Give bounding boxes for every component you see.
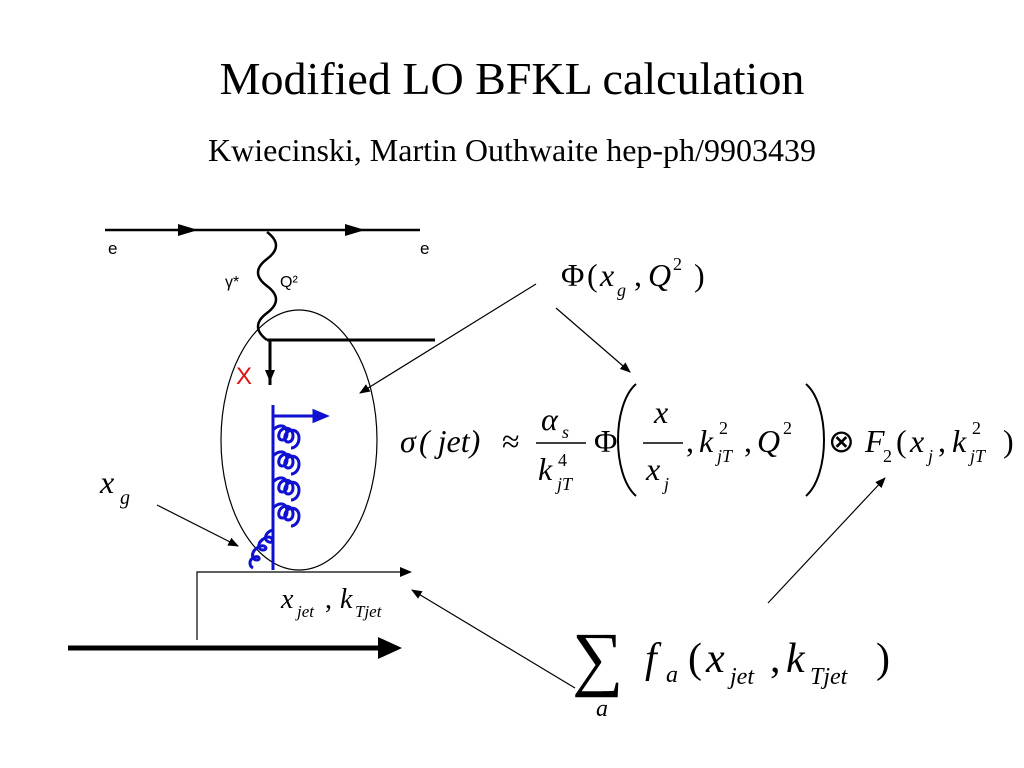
virtual-photon	[256, 231, 278, 341]
quark-arrow	[265, 370, 275, 382]
svg-text:jT: jT	[715, 446, 734, 466]
svg-text:): )	[1003, 423, 1014, 459]
svg-text:x: x	[653, 394, 668, 430]
electron-arrow-in	[178, 224, 198, 236]
xjet-ktjet-label: x jet , k Tjet	[280, 584, 383, 621]
svg-text:F: F	[864, 423, 885, 459]
svg-text:): )	[876, 636, 890, 682]
svg-text:k: k	[340, 584, 353, 615]
svg-text:,: ,	[686, 423, 694, 459]
svg-text:,: ,	[325, 584, 332, 615]
pointer-phi-to-ellipse	[359, 283, 537, 394]
svg-text:f: f	[645, 636, 662, 682]
electron-arrow-out	[345, 224, 365, 236]
jet-arrow	[400, 567, 412, 577]
svg-text:g: g	[617, 280, 626, 300]
cut-mark: X	[236, 363, 252, 390]
electron-in-label: e	[108, 239, 117, 258]
svg-text:g: g	[120, 487, 130, 509]
svg-text:j: j	[926, 446, 933, 466]
jet-line	[196, 571, 410, 640]
svg-text:a: a	[666, 662, 678, 688]
svg-text:(: (	[587, 257, 598, 293]
svg-text:∑: ∑	[572, 618, 623, 698]
svg-text:,: ,	[634, 257, 642, 293]
svg-text:Φ: Φ	[594, 423, 617, 459]
bfkl-ellipse	[220, 309, 378, 571]
svg-text:,: ,	[744, 423, 752, 459]
virtuality-label: Q²	[280, 274, 298, 291]
svg-text:jT: jT	[555, 474, 574, 494]
svg-text:k: k	[538, 451, 553, 487]
svg-text:k: k	[786, 636, 806, 682]
svg-text:a: a	[596, 696, 608, 722]
svg-text:( jet): ( jet)	[419, 423, 480, 459]
svg-text:x: x	[280, 584, 294, 615]
svg-text:σ: σ	[400, 423, 417, 459]
svg-text:,: ,	[938, 423, 946, 459]
svg-text:4: 4	[558, 450, 567, 470]
slide-title: Modified LO BFKL calculation	[219, 53, 805, 104]
svg-text:≈: ≈	[502, 423, 520, 459]
pdf-sum-formula: ∑ a f a ( x jet , k Tjet )	[572, 618, 890, 722]
svg-text:j: j	[662, 474, 669, 494]
proton-arrow	[378, 637, 402, 659]
svg-text:α: α	[541, 401, 559, 437]
svg-text:Tjet: Tjet	[810, 664, 849, 690]
svg-text:2: 2	[783, 418, 792, 438]
svg-text:2: 2	[972, 418, 981, 438]
svg-text:x: x	[645, 451, 660, 487]
gluon-ladder	[248, 405, 330, 570]
svg-text:(: (	[896, 423, 907, 459]
svg-text:k: k	[952, 423, 967, 459]
svg-text:Q: Q	[757, 423, 780, 459]
svg-text:2: 2	[673, 254, 682, 274]
svg-text:,: ,	[770, 636, 781, 682]
svg-text:jet: jet	[727, 664, 755, 690]
svg-text:x: x	[705, 636, 725, 682]
svg-text:x: x	[599, 257, 614, 293]
svg-text:Q: Q	[648, 257, 671, 293]
svg-text:jet: jet	[295, 602, 315, 621]
xg-label: x g	[99, 464, 130, 509]
svg-text:jT: jT	[968, 446, 987, 466]
svg-text:k: k	[699, 423, 714, 459]
pointer-xg	[156, 504, 239, 547]
svg-text:s: s	[562, 422, 569, 442]
svg-text:x: x	[99, 464, 114, 500]
electron-out-label: e	[420, 239, 429, 258]
slide-subtitle: Kwiecinski, Martin Outhwaite hep-ph/9903…	[208, 132, 816, 168]
pointer-phi-to-formula	[555, 307, 631, 373]
svg-text:): )	[694, 257, 705, 293]
svg-text:x: x	[909, 423, 924, 459]
pointer-pdf-to-f2	[767, 477, 886, 604]
phi-formula: Φ ( x g , Q 2 )	[561, 254, 705, 300]
svg-text:2: 2	[883, 446, 892, 466]
svg-text:⊗: ⊗	[828, 423, 855, 459]
svg-text:(: (	[688, 636, 702, 682]
pointer-pdf-to-jet	[411, 589, 576, 689]
svg-text:2: 2	[719, 418, 728, 438]
sigma-formula: σ ( jet) ≈ α s k 4 jT Φ x x j , k 2 jT ,…	[400, 383, 1014, 497]
photon-label: γ*	[225, 274, 239, 291]
svg-text:Φ: Φ	[561, 257, 584, 293]
svg-text:Tjet: Tjet	[355, 602, 383, 621]
